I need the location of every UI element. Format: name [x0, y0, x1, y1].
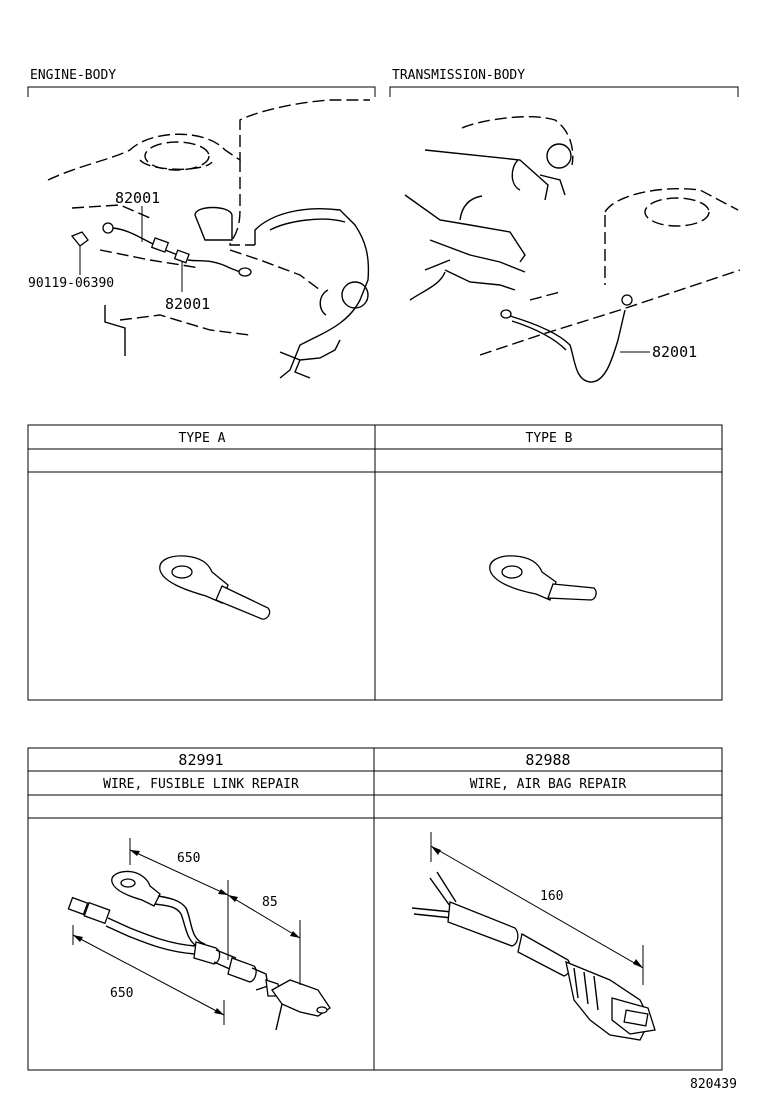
engine-upper-callout: 82001: [115, 189, 160, 207]
engine-bolt-callout: 90119-06390: [28, 276, 114, 291]
airbag-wire-illustration: [411, 832, 656, 1041]
type-b-label: TYPE B: [526, 431, 573, 446]
fusible-link-part-name: WIRE, FUSIBLE LINK REPAIR: [103, 777, 299, 792]
repair-table: [27, 747, 723, 1071]
fusible-link-part-number: 82991: [178, 751, 223, 769]
engine-body-bracket: [27, 86, 376, 97]
engine-lower-callout: 82001: [165, 295, 210, 313]
type-table: [27, 424, 723, 701]
transmission-body-illustration: [404, 115, 741, 383]
fusible-link-wire-illustration: [67, 838, 331, 1031]
dim-160: 160: [540, 889, 563, 904]
engine-body-illustration: [47, 99, 370, 379]
type-a-label: TYPE A: [179, 431, 226, 446]
bolt-icon: [70, 231, 89, 247]
airbag-part-number: 82988: [525, 751, 570, 769]
diagram-id: 820439: [690, 1077, 737, 1092]
type-b-terminal-icon: [489, 555, 597, 601]
engine-body-title: ENGINE-BODY: [30, 68, 116, 83]
type-a-terminal-icon: [159, 555, 271, 620]
transmission-body-bracket: [389, 86, 739, 97]
airbag-part-name: WIRE, AIR BAG REPAIR: [470, 777, 627, 792]
dim-650-bottom: 650: [110, 986, 133, 1001]
transmission-callout: 82001: [652, 343, 697, 361]
dim-650-top: 650: [177, 851, 200, 866]
transmission-body-title: TRANSMISSION-BODY: [392, 68, 525, 83]
dim-85: 85: [262, 895, 278, 910]
